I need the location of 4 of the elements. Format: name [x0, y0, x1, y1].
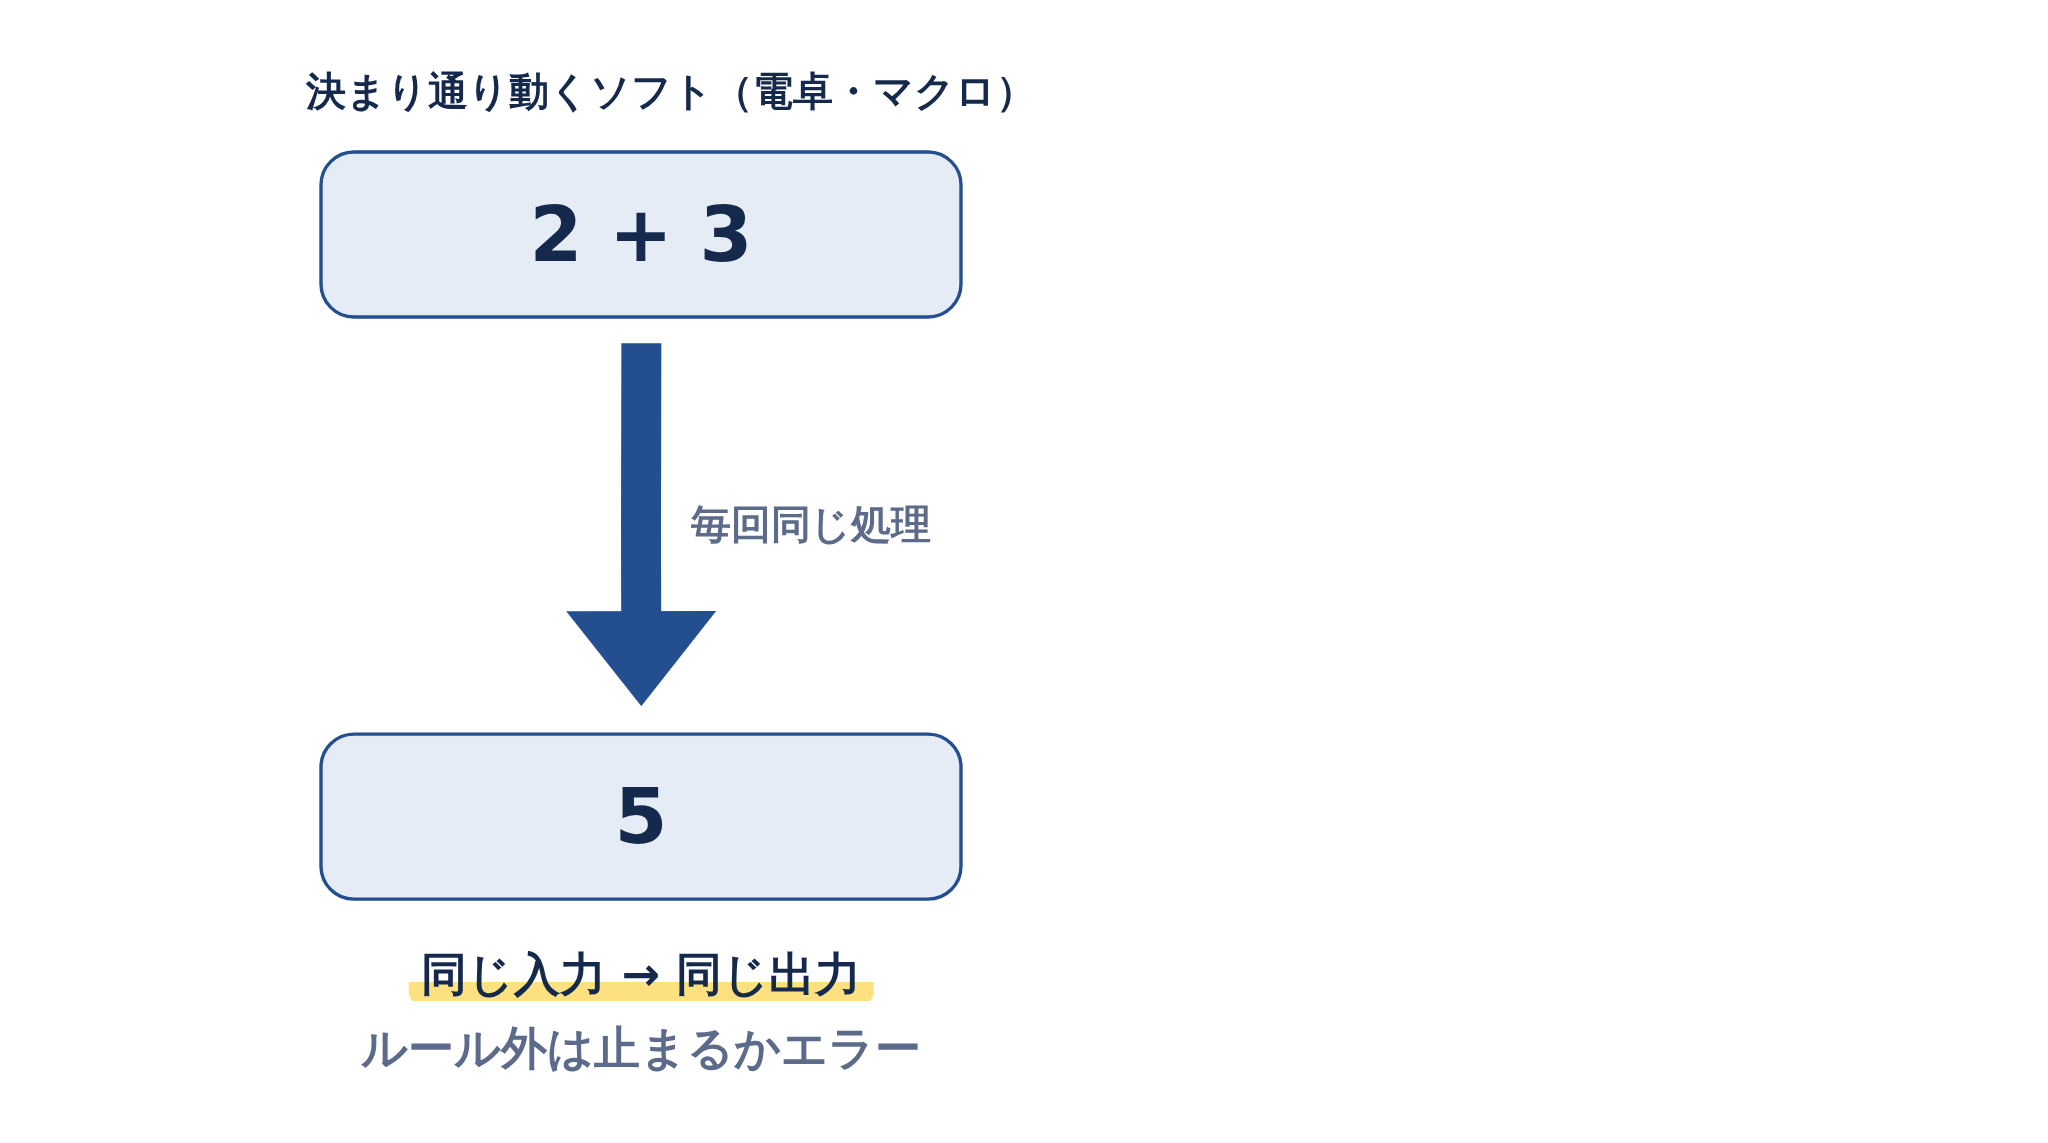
node-text: 5 — [614, 771, 668, 864]
node-text: 2 + 3 — [529, 189, 753, 281]
diagram-title: 決まり通り動くソフト（電卓・マクロ） — [306, 67, 1036, 116]
note-text: ルール外は止まるかエラー — [360, 1020, 922, 1077]
